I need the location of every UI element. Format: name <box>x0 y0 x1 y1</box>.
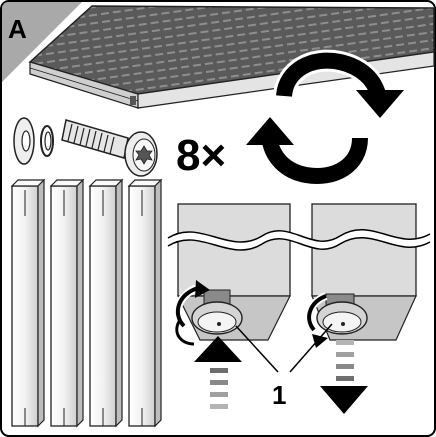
quantity-label: 8× <box>176 131 226 180</box>
callout-leader-lines <box>235 323 333 373</box>
callout-number: 1 <box>272 380 286 410</box>
leg-post-icon <box>10 178 46 428</box>
torx-screw-icon <box>61 119 158 177</box>
step-letter: A <box>8 14 27 44</box>
step-corner-tab <box>2 2 82 82</box>
leg-post-icon <box>49 178 85 428</box>
rotate-arrow-icon <box>173 280 210 346</box>
leg-posts <box>10 178 163 428</box>
break-line <box>167 229 431 243</box>
washer-icon <box>13 117 35 165</box>
adjustable-foot-icon <box>316 293 368 335</box>
flip-rotate-arrows-icon <box>246 49 404 187</box>
arrow-up-icon <box>194 336 242 409</box>
spring-washer-icon <box>40 125 54 157</box>
adjustable-foot-icon <box>191 289 243 335</box>
leg-post-icon <box>127 178 163 428</box>
rotate-arrow-icon <box>305 292 328 348</box>
leg-post-icon <box>88 178 124 428</box>
arrow-down-icon <box>320 340 368 414</box>
